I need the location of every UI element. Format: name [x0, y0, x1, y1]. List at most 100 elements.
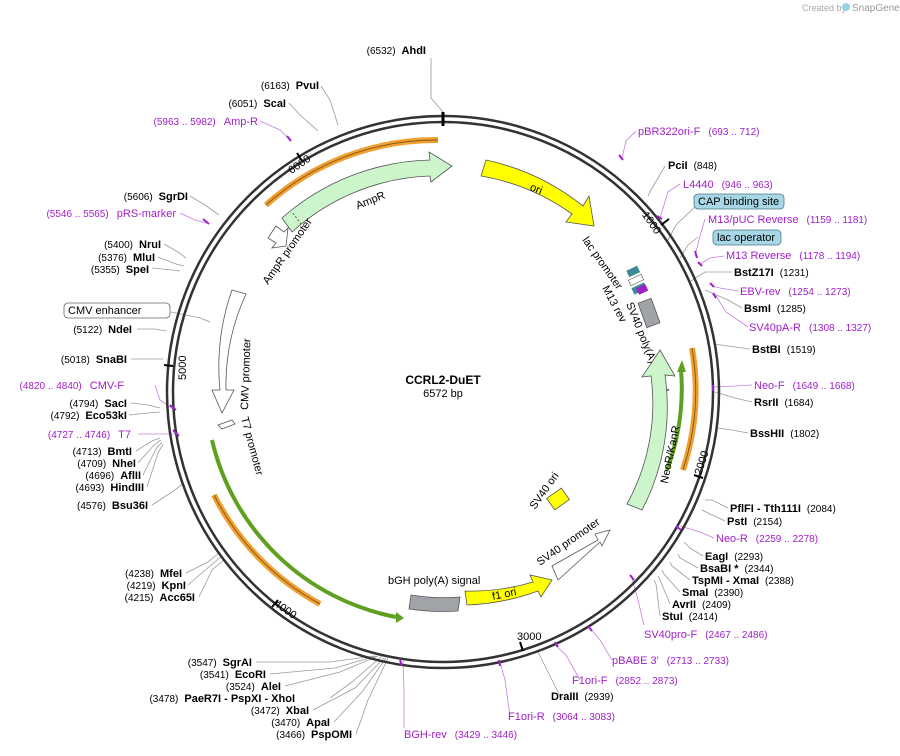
feature-label-cmv-promoter: CMV promoter — [239, 338, 254, 410]
feature-sv40-ori-box — [546, 487, 570, 511]
enzyme-label[interactable]: (3466)PspOMI — [276, 729, 352, 741]
enzyme-label[interactable]: (6532)AhdI — [367, 45, 426, 57]
enzyme-label[interactable]: (6051)ScaI — [228, 98, 286, 110]
primer-label[interactable]: (4820 .. 4840)CMV-F — [20, 380, 125, 392]
enzyme-label[interactable]: SmaI(2390) — [682, 587, 743, 599]
enzyme-label[interactable]: PciI(848) — [668, 160, 717, 172]
tick-marks — [163, 152, 704, 652]
feature-label-f1ori: f1 ori — [491, 586, 517, 603]
watermark-brand: SnapGene — [852, 3, 900, 14]
snapgene-logo-icon — [842, 3, 850, 11]
enzyme-label[interactable]: StuI(2414) — [662, 611, 718, 623]
primer-label[interactable]: SV40pA-R(1308 .. 1327) — [749, 322, 871, 334]
enzyme-label[interactable]: (3470)ApaI — [271, 717, 330, 729]
primer-label[interactable]: EBV-rev(1254 .. 1273) — [740, 286, 851, 298]
enzyme-label[interactable]: TspMI - XmaI(2388) — [692, 575, 794, 587]
enzyme-label[interactable]: PstI(2154) — [727, 516, 782, 528]
primer-label[interactable]: pBR322ori-F(693 .. 712) — [638, 126, 760, 138]
enzyme-label[interactable]: (3478)PaeR7I - PspXI - XhoI — [149, 693, 295, 705]
primer-label[interactable]: M13/pUC Reverse(1159 .. 1181) — [708, 214, 867, 226]
cmv-enhancer-label: CMV enhancer — [68, 305, 142, 317]
enzyme-label[interactable]: (4693)HindIII — [75, 482, 144, 494]
enzyme-label[interactable]: (4238)MfeI — [125, 568, 182, 580]
enzyme-label[interactable]: (4713)BmtI — [73, 446, 132, 458]
cds-green-arrowhead-right — [677, 360, 686, 372]
enzyme-label[interactable]: BsaBI *(2344) — [700, 563, 773, 575]
enzyme-label[interactable]: (4576)Bsu36I — [77, 500, 148, 512]
enzyme-label[interactable]: AvrII(2409) — [672, 599, 731, 611]
primer-label[interactable]: M13 Reverse(1178 .. 1194) — [726, 250, 860, 262]
enzyme-label[interactable]: RsrII(1684) — [754, 397, 813, 409]
lac-operator-label: lac operator — [717, 232, 775, 244]
primer-label[interactable]: (4727 .. 4746)T7 — [48, 429, 131, 441]
orf-neo-arc-line — [682, 347, 697, 471]
primer-label[interactable]: (5963 .. 5982)Amp-R — [154, 116, 259, 128]
tick-label-5000: 5000 — [177, 356, 189, 380]
enzyme-label[interactable]: (5018)SnaBI — [61, 354, 127, 366]
primer-label[interactable]: F1ori-F(2852 .. 2873) — [572, 675, 678, 687]
enzyme-label[interactable]: (5376)MluI — [98, 252, 155, 264]
enzyme-label[interactable]: (4792)Eco53kI — [51, 410, 128, 422]
feature-m13-rev-box — [636, 284, 649, 295]
feature-sv40-promoter-arrow — [551, 529, 611, 581]
feature-f1ori-arrow — [464, 574, 553, 606]
enzyme-label[interactable]: EagI(2293) — [705, 551, 763, 563]
enzyme-label[interactable]: DraIII(2939) — [551, 691, 613, 703]
cmv-enhancer-box[interactable] — [63, 302, 171, 319]
enzyme-label[interactable]: (4696)AflII — [85, 470, 141, 482]
enzyme-label[interactable]: (3472)XbaI — [251, 705, 309, 717]
enzyme-labels-left: (6532)AhdI (6163)PvuI (6051)ScaI (5606)S… — [51, 45, 427, 741]
enzyme-label[interactable]: PflFI - Tth111I(2084) — [730, 503, 836, 515]
enzyme-label[interactable]: (3524)AleI — [226, 681, 281, 693]
enzyme-label[interactable]: (6163)PvuI — [261, 80, 319, 92]
feature-lac-promoter-box — [627, 273, 645, 287]
feature-ampr-arrow — [281, 151, 453, 233]
enzyme-label[interactable]: BssHII(1802) — [750, 428, 819, 440]
enzyme-label[interactable]: (4794)SacI — [69, 398, 127, 410]
enzyme-label[interactable]: BsmI(1285) — [744, 303, 806, 315]
feature-sv40-polya-box — [637, 297, 661, 329]
primer-leader-lines — [138, 120, 753, 728]
enzyme-label[interactable]: (3547)SgrAI — [188, 657, 252, 669]
feature-neor-arrow — [626, 349, 676, 511]
enzyme-label[interactable]: (5606)SgrDI — [124, 191, 188, 203]
primer-label[interactable]: L4440(946 .. 963) — [683, 179, 773, 191]
boxed-site-labels: CAP binding site lac operator CMV enhanc… — [63, 193, 785, 319]
enzyme-labels-right: PciI(848) BstZ17I(1231) BsmI(1285) BstBI… — [551, 160, 836, 703]
orf-amp-arc-line — [265, 139, 439, 206]
primer-label[interactable]: (5546 .. 5565)pRS-marker — [46, 208, 176, 220]
primer-label[interactable]: SV40pro-F(2467 .. 2486) — [644, 629, 767, 641]
enzyme-label[interactable]: (5400)NruI — [104, 239, 161, 251]
cds-green-arc-right — [665, 369, 684, 471]
enzyme-label[interactable]: (5122)NdeI — [73, 324, 132, 336]
enzyme-label[interactable]: (3541)EcoRI — [200, 669, 266, 681]
primer-label[interactable]: Neo-R(2259 .. 2278) — [716, 533, 818, 545]
cap-binding-site-box[interactable] — [693, 193, 785, 210]
plasmid-length: 6572 bp — [423, 388, 463, 400]
feature-cap-site — [626, 265, 641, 278]
feature-ori-arrow — [480, 159, 595, 227]
enzyme-label[interactable]: (4215)Acc65I — [125, 592, 195, 604]
feature-cmv-promoter-arrow — [211, 289, 247, 414]
feature-ampr-promoter-arrow — [267, 225, 289, 249]
ampr-divider — [292, 212, 304, 228]
enzyme-label[interactable]: BstZ17I(1231) — [734, 267, 809, 279]
enzyme-label[interactable]: (5355)SpeI — [91, 264, 149, 276]
orf-ccrl2-arc-line — [213, 494, 321, 605]
primer-label[interactable]: pBABE 3'(2713 .. 2733) — [612, 655, 729, 667]
enzyme-label[interactable]: BstBI(1519) — [752, 344, 816, 356]
primer-labels: pBR322ori-F(693 .. 712) L4440(946 .. 963… — [20, 116, 872, 741]
primer-ticks — [169, 135, 717, 667]
primer-label[interactable]: F1ori-R(3064 .. 3083) — [508, 711, 615, 723]
enzyme-label[interactable]: (4709)NheI — [77, 458, 136, 470]
tick-label-3000: 3000 — [517, 631, 541, 643]
primer-label[interactable]: BGH-rev(3429 .. 3446) — [404, 729, 517, 741]
primer-label[interactable]: Neo-F(1649 .. 1668) — [754, 380, 855, 392]
feature-label-lac-promoter: lac promoter — [580, 235, 625, 292]
feature-t7-promoter-arrow — [217, 419, 236, 430]
cap-binding-site-label: CAP binding site — [698, 196, 779, 208]
lac-operator-box[interactable] — [712, 229, 782, 246]
enzyme-label[interactable]: (4219)KpnI — [127, 580, 186, 592]
feature-label-t7-promoter: T7 promoter — [238, 416, 265, 477]
